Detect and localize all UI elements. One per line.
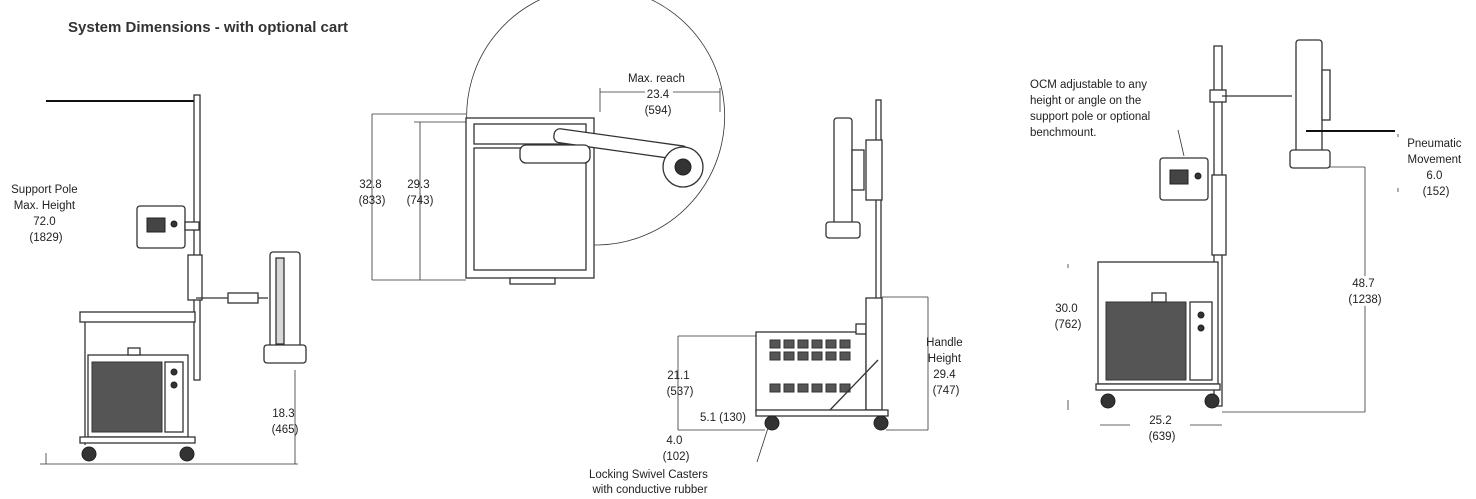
cart-upright — [865, 297, 883, 411]
caster-wheel-icon — [179, 446, 195, 462]
arm-joint — [227, 292, 259, 304]
cart-base — [79, 436, 196, 444]
support-pole-label: Support Pole Max. Height 72.0 (1829) — [11, 184, 81, 244]
controller-screen — [146, 217, 166, 233]
ocm-column — [269, 251, 301, 353]
chiller-knob-icon — [170, 368, 178, 376]
pole-sleeve — [1211, 174, 1227, 256]
controller-side — [851, 149, 865, 191]
chiller-cap — [1151, 292, 1167, 303]
cart-body-label: 21.1 (537) — [667, 370, 694, 398]
chiller-cap — [855, 323, 867, 335]
caster-wheel-icon — [764, 415, 780, 431]
controller-screen — [1169, 169, 1189, 185]
cart-brace — [829, 359, 879, 411]
depth-outer-label: 32.8 (833) — [359, 179, 386, 207]
caster-wheel-icon — [1204, 393, 1220, 409]
ocm-base — [825, 221, 861, 239]
caster-wheel-icon — [1100, 393, 1116, 409]
handle-height-label: Handle Height 29.4 (747) — [926, 337, 966, 397]
cart-base — [755, 409, 889, 417]
label-bg — [1340, 276, 1390, 306]
chiller-knob-icon — [1197, 324, 1205, 332]
caster-leader — [756, 427, 769, 463]
cart-top-rail — [79, 311, 196, 323]
depth-inner-label: 29.3 (743) — [407, 179, 434, 207]
chiller-top — [473, 147, 587, 271]
ocm-base — [263, 344, 307, 364]
vent-row-bottom — [769, 383, 851, 393]
casters-note: Locking Swivel Casters with conductive r… — [589, 469, 711, 496]
chiller-knob-icon — [170, 381, 178, 389]
vent-row-top — [769, 339, 851, 361]
pole-clamp — [865, 139, 883, 201]
chiller-grille — [91, 361, 163, 433]
ocm-side-knob — [1321, 69, 1331, 121]
controller-knob-icon — [1194, 172, 1202, 180]
cart-front-bar — [509, 277, 556, 285]
width-label: 25.2 (639) — [1149, 415, 1176, 443]
offset-label: 5.1 (130) — [700, 412, 746, 424]
front-view-left: Support Pole Max. Height 72.0 (1829) 18.… — [11, 94, 307, 465]
chiller-panel — [164, 361, 184, 433]
ocm-base — [1289, 149, 1331, 169]
pneumatic-movement-label: Pneumatic Movement 6.0 (152) — [1407, 138, 1465, 198]
pole-sleeve — [187, 254, 203, 301]
ocm-adjustable-note: OCM adjustable to any height or angle on… — [1030, 79, 1153, 139]
top-view: Max. reach 23.4 (594) 23.4 32.8 (833) 29… — [359, 0, 726, 285]
chiller-cap — [127, 347, 141, 356]
chiller-grille — [1105, 301, 1187, 381]
caster-size-label: 4.0 (102) — [663, 435, 690, 463]
front-view-right: OCM adjustable to any height or angle on… — [1030, 39, 1465, 443]
ocm-note-leader — [1177, 129, 1185, 157]
pole-height-label: 48.7 (1238) — [1348, 278, 1381, 306]
arm-segment — [519, 144, 591, 164]
ocm-head-lens-icon — [674, 158, 692, 176]
ocm-column — [1295, 39, 1323, 161]
chiller-panel — [1189, 301, 1213, 381]
cart-height-label: 30.0 (762) — [1055, 303, 1082, 331]
controller-clamp — [184, 221, 200, 231]
controller-knob-icon — [170, 220, 178, 228]
max-reach-value: 23.4 — [647, 89, 670, 101]
cart-height-label: 18.3 (465) — [272, 408, 299, 436]
reach-circle-arc — [597, 89, 726, 246]
ocm-column — [833, 117, 853, 227]
cart-base — [1095, 383, 1221, 391]
side-view: 21.1 (537) 5.1 (130) 4.0 (102) Locking S… — [589, 99, 966, 496]
caster-wheel-icon — [873, 415, 889, 431]
caster-wheel-icon — [81, 446, 97, 462]
ocm-window — [275, 257, 285, 345]
label-bg — [645, 86, 673, 99]
chiller-knob-icon — [1197, 311, 1205, 319]
support-pole — [193, 94, 201, 381]
page-title: System Dimensions - with optional cart — [68, 19, 348, 36]
